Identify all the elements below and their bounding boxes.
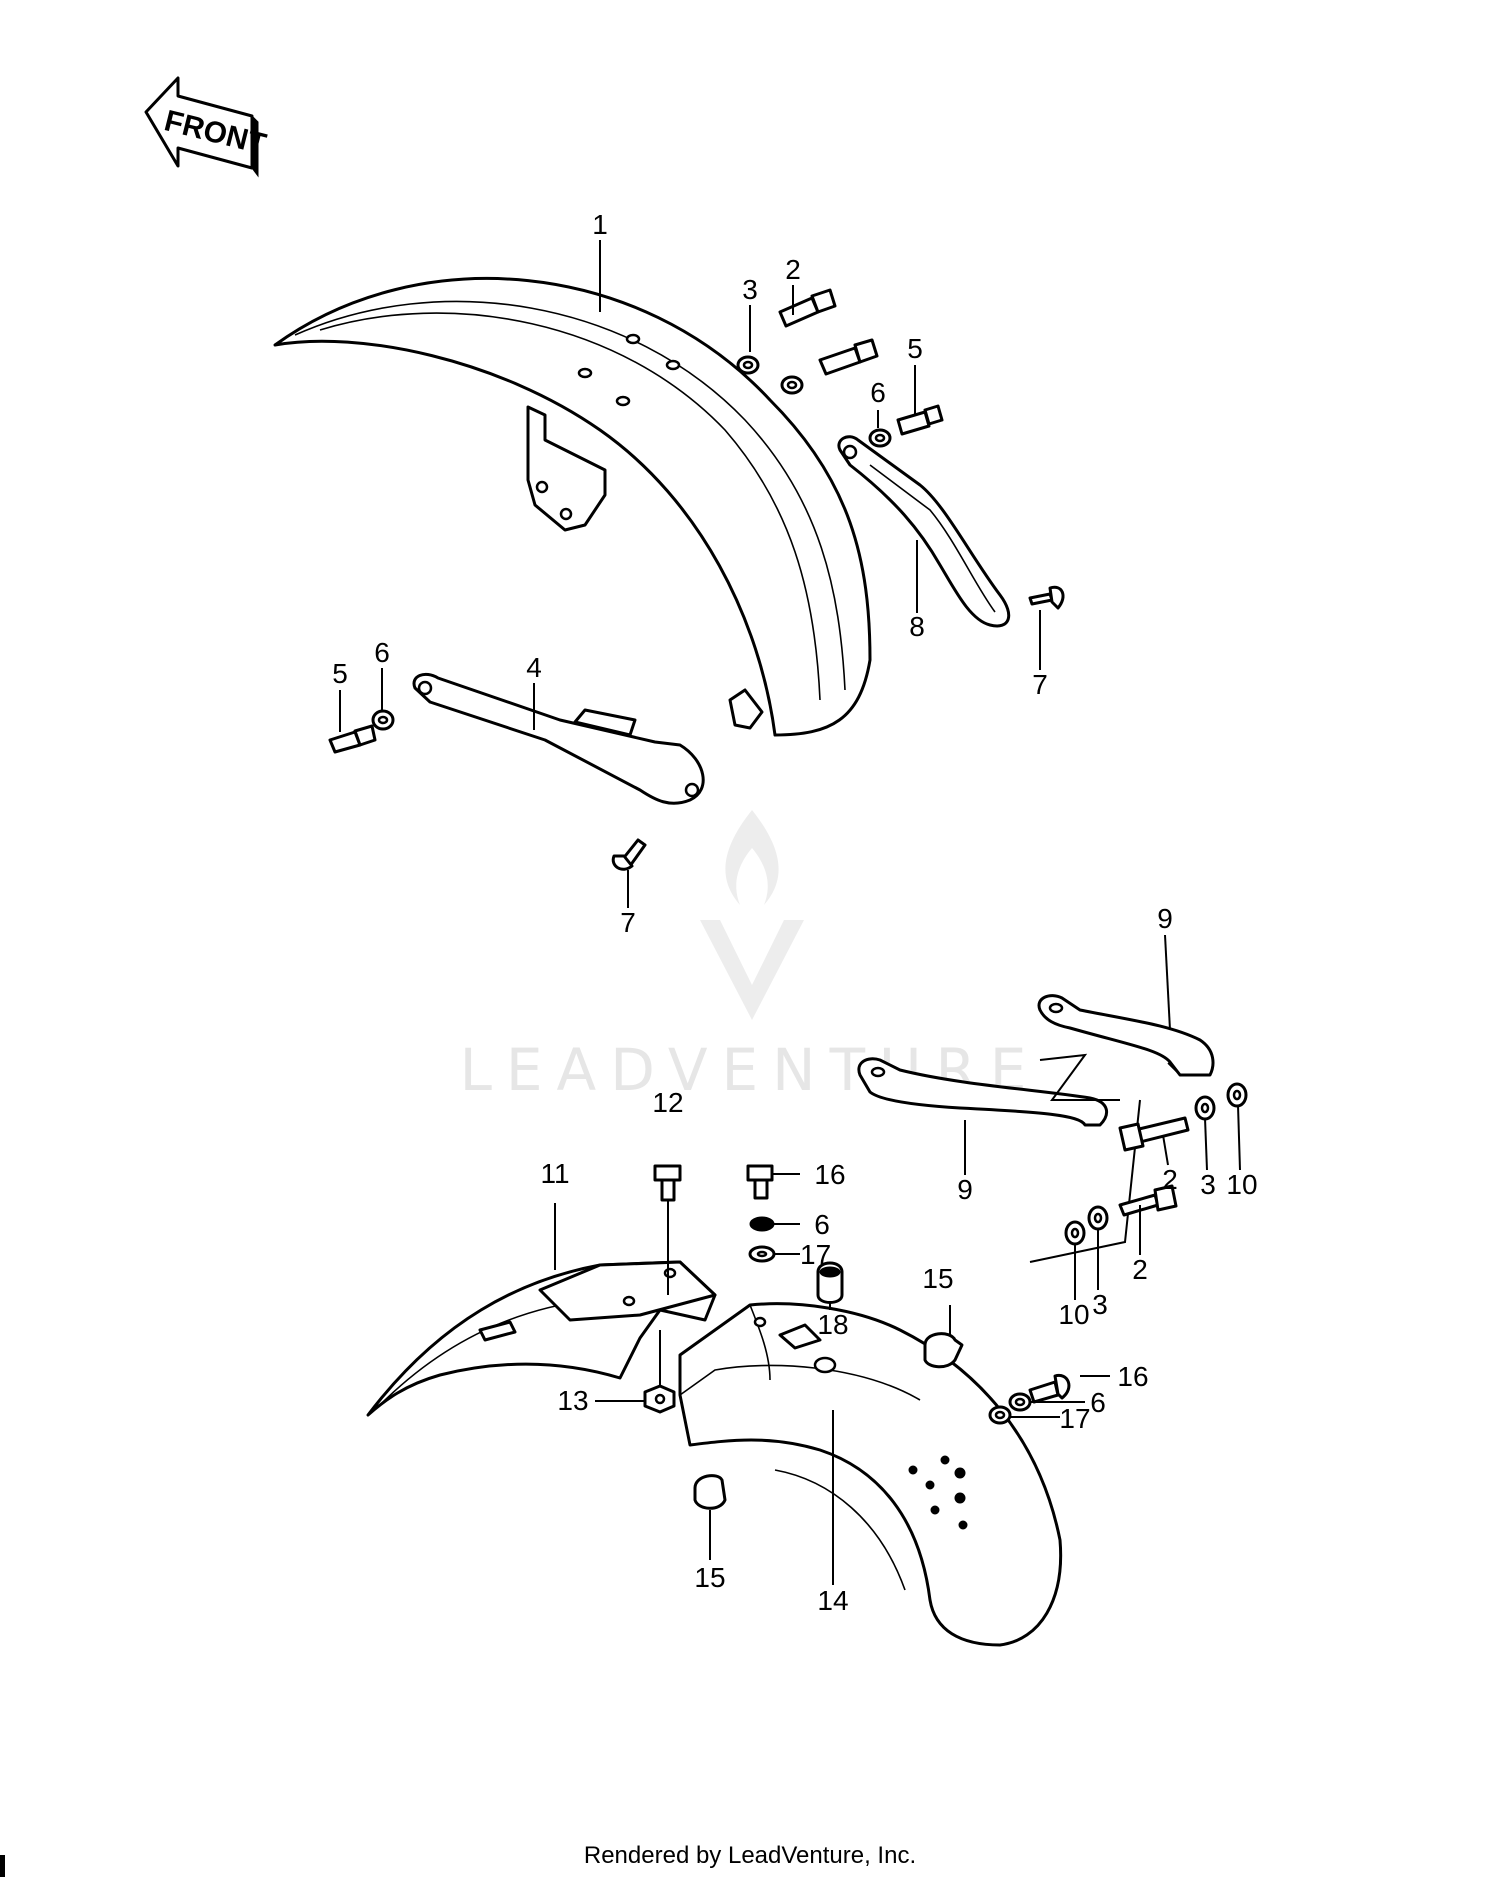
callout-1: 1 — [592, 209, 608, 240]
bolt-icon — [818, 346, 862, 376]
callout-4: 4 — [526, 652, 542, 683]
callout-16: 16 — [814, 1159, 845, 1190]
front-direction-arrow: FRONT — [144, 76, 269, 178]
callout-7: 7 — [1032, 669, 1048, 700]
grab-rail-lower — [857, 1057, 1109, 1127]
callout-2: 2 — [1132, 1254, 1148, 1285]
callout-16: 16 — [1117, 1361, 1148, 1392]
bolt-icon — [1133, 1116, 1190, 1144]
callout-7: 7 — [620, 907, 636, 938]
callout-17: 17 — [800, 1239, 831, 1270]
callout-18: 18 — [817, 1309, 848, 1340]
callout-3: 3 — [1200, 1169, 1216, 1200]
callout-5: 5 — [332, 658, 348, 689]
callout-9: 9 — [1157, 903, 1173, 934]
bolt-icon — [896, 410, 931, 436]
callout-6: 6 — [374, 637, 390, 668]
bolt-icon — [778, 296, 820, 328]
callout-17: 17 — [1059, 1403, 1090, 1434]
front-fender-stay-right — [837, 435, 1011, 628]
damper-icon — [923, 1332, 964, 1369]
bolt-icon — [653, 1164, 682, 1182]
watermark-chevron-icon — [700, 920, 804, 1020]
callout-2: 2 — [1162, 1164, 1178, 1195]
callout-11: 11 — [540, 1158, 569, 1189]
screw-icon — [1028, 592, 1054, 606]
edge-mark — [0, 1855, 5, 1877]
callout-6: 6 — [814, 1209, 830, 1240]
callout-8: 8 — [909, 611, 925, 642]
callout-10: 10 — [1226, 1169, 1257, 1200]
callouts: 1 2 3 5 6 8 7 5 6 4 7 9 9 2 3 10 2 10 3 … — [332, 209, 1257, 1616]
callout-10: 10 — [1058, 1299, 1089, 1330]
front-fender-stay-left — [412, 672, 705, 805]
bolt-icon — [746, 1164, 774, 1182]
guide-zigzag-upper — [1039, 1053, 1120, 1101]
callout-15: 15 — [922, 1263, 953, 1294]
callout-14: 14 — [817, 1585, 848, 1616]
callout-2: 2 — [785, 254, 801, 285]
callout-6: 6 — [870, 377, 886, 408]
rear-fender-rear — [678, 1302, 1063, 1647]
callout-12: 12 — [652, 1087, 683, 1118]
bolt-icon — [1028, 1380, 1060, 1404]
callout-13: 13 — [557, 1385, 588, 1416]
footer-credit: Rendered by LeadVenture, Inc. — [584, 1842, 916, 1869]
hardware — [328, 288, 1248, 1510]
leadventure-watermark: LEADVENTURE — [460, 810, 1026, 1104]
watermark-flame-icon — [725, 810, 779, 905]
damper-icon — [693, 1474, 727, 1510]
washer-icon — [749, 1216, 775, 1232]
callout-9: 9 — [957, 1174, 973, 1205]
grab-rail-upper — [1037, 994, 1215, 1077]
callout-3: 3 — [742, 274, 758, 305]
callout-15: 15 — [694, 1562, 725, 1593]
callout-3: 3 — [1092, 1289, 1108, 1320]
callout-5: 5 — [907, 333, 923, 364]
front-fender — [273, 277, 872, 737]
leader-lines — [339, 240, 1241, 1585]
callout-6: 6 — [1090, 1387, 1106, 1418]
